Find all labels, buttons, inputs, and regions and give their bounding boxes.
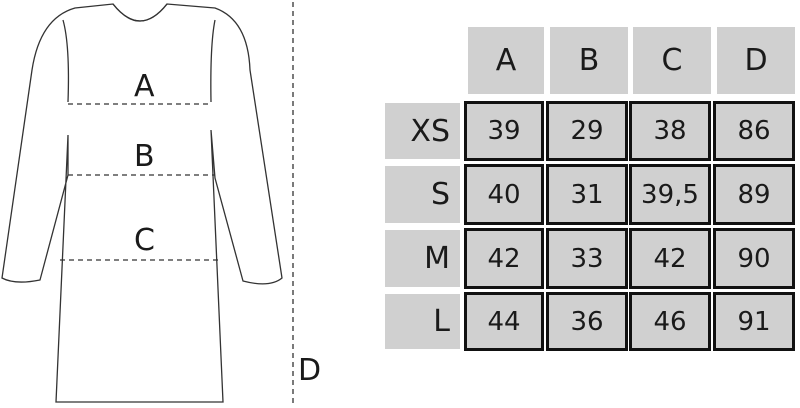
label-d: D — [298, 353, 321, 388]
table-cell: 38 — [629, 101, 711, 161]
column-header: C — [633, 27, 711, 94]
row-header: M — [385, 230, 460, 287]
table-cell: 46 — [629, 292, 711, 351]
table-cell: 91 — [713, 292, 795, 351]
table-cell: 40 — [464, 164, 544, 225]
table-cell: 86 — [713, 101, 795, 161]
table-cell: 89 — [713, 164, 795, 225]
label-a: A — [134, 69, 155, 104]
row-header: L — [385, 294, 460, 349]
table-cell: 39 — [464, 101, 544, 161]
table-cell: 33 — [546, 228, 628, 289]
row-header: S — [385, 166, 460, 223]
neckline — [112, 3, 168, 22]
row-header: XS — [385, 103, 460, 159]
column-header: A — [468, 27, 544, 94]
table-cell: 44 — [464, 292, 544, 351]
left-sleeve-seam — [62, 19, 70, 103]
table-cell: 36 — [546, 292, 628, 351]
column-header: B — [550, 27, 628, 94]
table-cell: 42 — [629, 228, 711, 289]
table-cell: 31 — [546, 164, 628, 225]
label-b: B — [134, 139, 155, 174]
table-cell: 39,5 — [629, 164, 711, 225]
table-cell: 90 — [713, 228, 795, 289]
column-header: D — [717, 27, 795, 94]
table-cell: 29 — [546, 101, 628, 161]
label-c: C — [134, 223, 155, 258]
table-cell: 42 — [464, 228, 544, 289]
right-sleeve-seam — [210, 19, 216, 103]
